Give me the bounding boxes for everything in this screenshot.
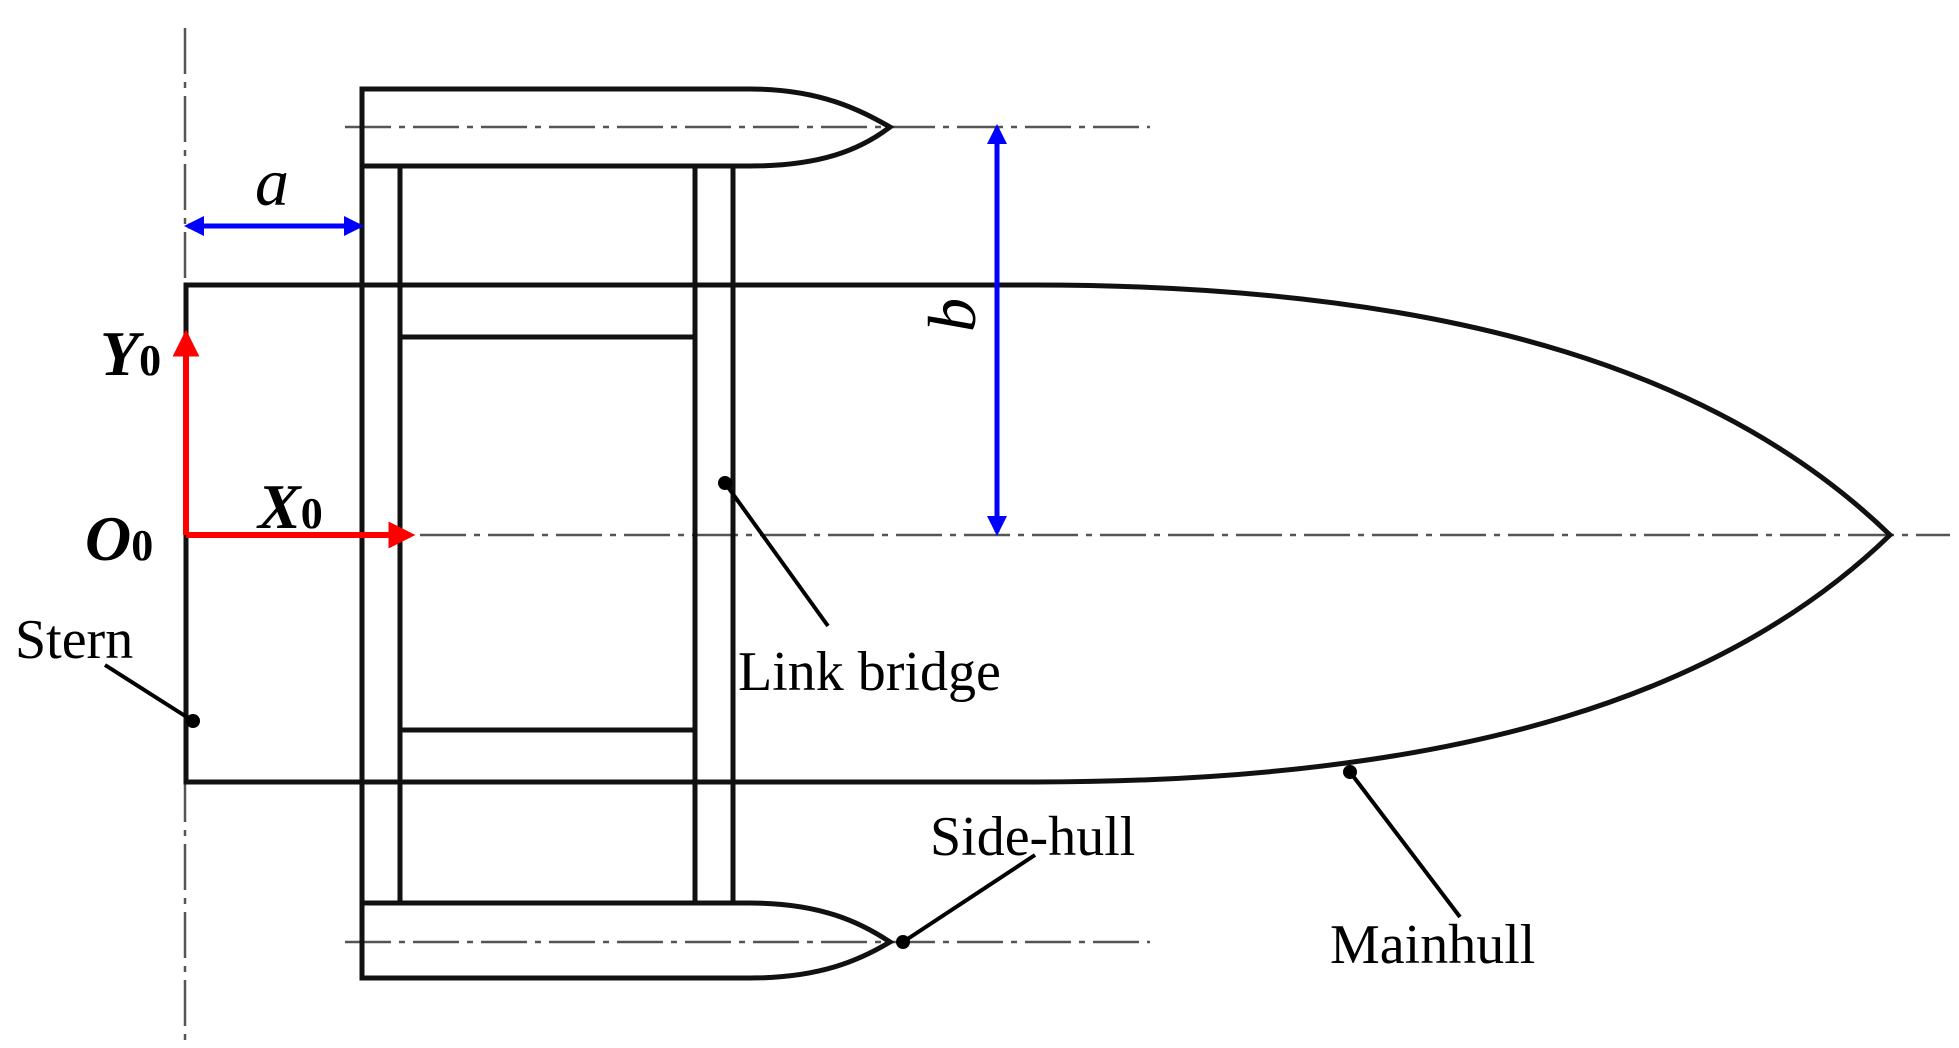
centerlines [183, 28, 1950, 1040]
callout-stern: Stern [15, 609, 200, 728]
bottom-side-hull-outline [359, 900, 895, 981]
side-hull-leader [901, 853, 1037, 944]
mainhull-leader-dot [1343, 765, 1357, 779]
y-axis-label: Y0 [100, 318, 161, 389]
top-side-hull-outline [359, 86, 895, 169]
stern-leader [103, 663, 195, 723]
side-hull-label: Side-hull [930, 806, 1135, 868]
dimension-a-label: a [255, 144, 289, 220]
link-bridge-label: Link bridge [738, 641, 1001, 703]
dimension-b-label: b [914, 298, 990, 332]
mainhull-leader [1348, 770, 1462, 919]
stern-label: Stern [15, 609, 133, 671]
mainhull-outline [183, 282, 1894, 785]
link-bridge-leader [723, 481, 830, 628]
lower-cross-beam [397, 727, 698, 785]
side-hull-leader-dot [896, 935, 910, 949]
callout-side-hull: Side-hull [896, 806, 1135, 949]
link-bridge-leader-dot [718, 476, 732, 490]
callout-mainhull: Mainhull [1330, 765, 1535, 976]
callout-link-bridge: Link bridge [718, 476, 1001, 703]
mainhull-label: Mainhull [1330, 914, 1535, 976]
origin-label: O0 [85, 503, 153, 574]
front-link-bridge [692, 163, 736, 906]
stern-leader-dot [186, 714, 200, 728]
upper-cross-beam [397, 282, 698, 340]
x-axis-label: X0 [256, 471, 323, 542]
